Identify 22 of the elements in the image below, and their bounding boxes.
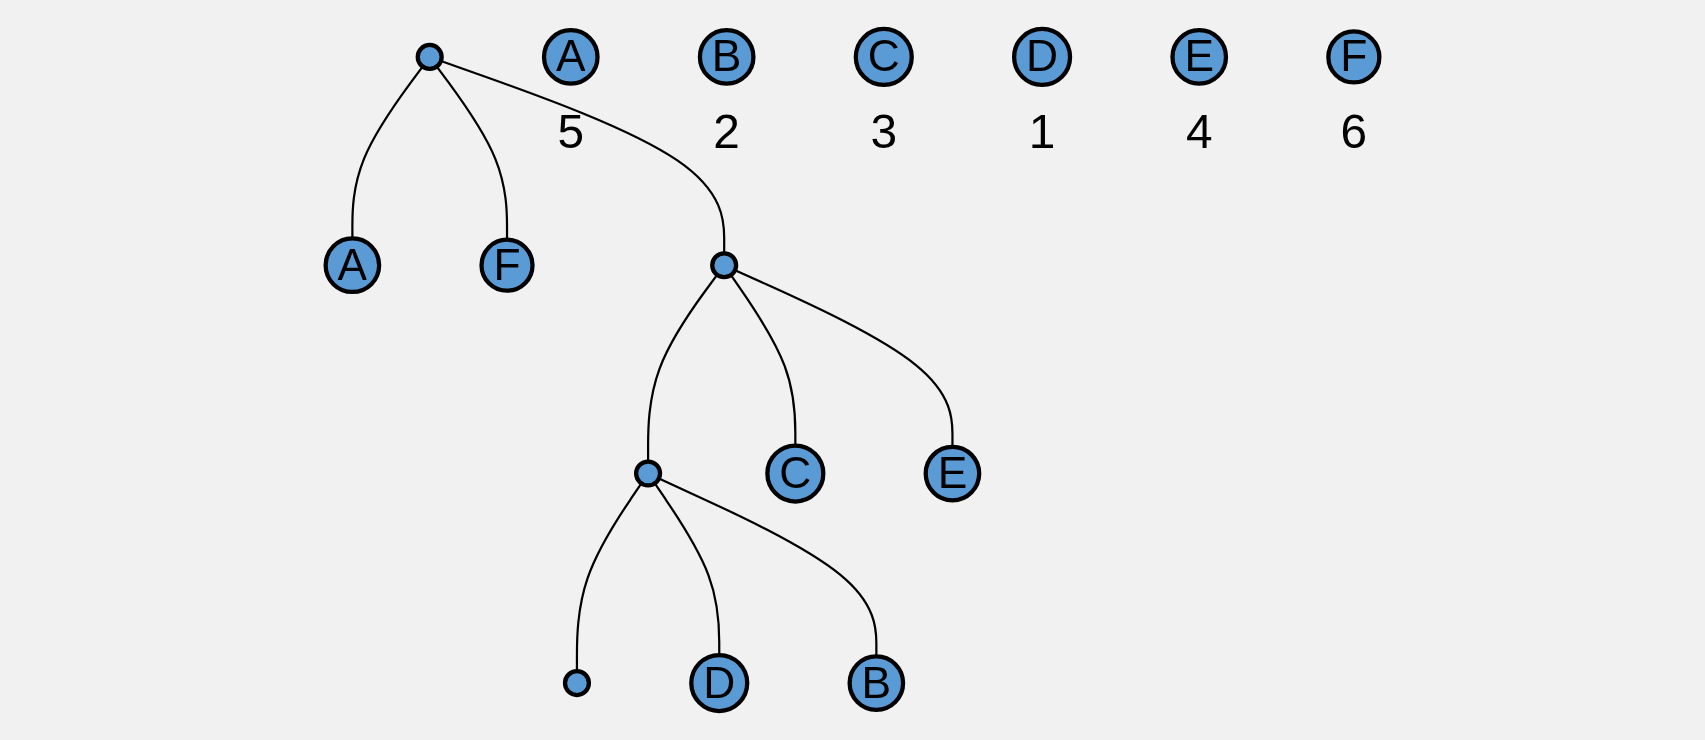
- circle-node: E: [923, 444, 982, 503]
- circle-node: C: [853, 26, 914, 88]
- weight-label: 3: [870, 105, 898, 159]
- circle-node: F: [479, 237, 535, 293]
- circle-node: D: [689, 652, 750, 714]
- weight-label: 1: [1028, 105, 1056, 159]
- circle-node: A: [541, 28, 600, 86]
- circle-node: B: [697, 28, 756, 86]
- circle-node: [415, 42, 444, 71]
- circle-node: D: [1012, 26, 1073, 88]
- circle-node: [634, 459, 663, 488]
- weight-label: 2: [713, 105, 740, 159]
- circle-node: E: [1170, 28, 1229, 86]
- weight-label: 4: [1185, 105, 1213, 159]
- circle-node: F: [1326, 29, 1382, 85]
- circle-node: C: [765, 443, 826, 504]
- weight-label: 6: [1340, 105, 1368, 159]
- circle-node: A: [323, 236, 382, 295]
- circle-node: [710, 251, 739, 280]
- circle-node: [562, 669, 592, 698]
- weight-label: 5: [557, 105, 585, 159]
- circle-node: B: [847, 654, 906, 712]
